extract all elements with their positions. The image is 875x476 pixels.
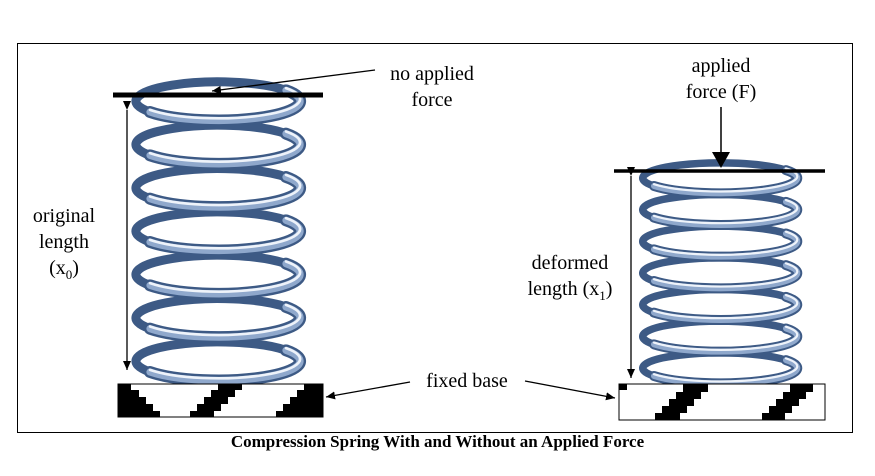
coil-back — [131, 250, 291, 290]
fixed-base-text: fixed base — [426, 370, 508, 392]
coil-back — [639, 159, 790, 190]
coil-back — [131, 207, 291, 247]
original-length-symbol: x — [55, 257, 66, 279]
original-length-label: original length (x0) — [14, 203, 114, 288]
coil-back — [131, 120, 291, 160]
fixed-base-pointer-right — [524, 380, 616, 401]
coil-back — [639, 190, 790, 222]
coil-highlight — [652, 262, 799, 288]
coil-highlight — [148, 173, 302, 207]
applied-force-line1: applied — [691, 55, 751, 77]
coil-highlight — [148, 216, 302, 250]
coil-highlight — [652, 230, 799, 256]
deformed-length-subscript: 1 — [599, 288, 606, 303]
coil-highlight — [652, 293, 799, 320]
coil-highlight — [652, 167, 799, 193]
coil-back — [639, 285, 790, 317]
fixed-base-left — [117, 383, 324, 418]
coil-back — [639, 349, 790, 380]
original-length-line2: length — [39, 231, 89, 253]
diagram-frame — [17, 43, 853, 433]
coil-highlight — [148, 130, 302, 163]
fixed-base-pointer-left — [325, 381, 411, 400]
spring-compressed — [639, 159, 803, 389]
deformed-length-prefix: length (x — [527, 278, 600, 300]
original-length-line1: original — [32, 205, 96, 227]
coil-highlight — [148, 260, 302, 293]
coil-back — [639, 317, 790, 349]
fixed-base-right — [618, 383, 826, 421]
coil-back — [131, 164, 291, 204]
no-applied-force-line1: no applied — [390, 63, 474, 85]
deformed-length-suffix: ) — [605, 278, 613, 300]
coil-back — [131, 77, 291, 117]
spring-uncompressed — [131, 77, 307, 387]
deformed-length-line2: length (x1) — [515, 276, 625, 309]
coil-back — [639, 254, 790, 285]
deformed-length-line1: deformed — [531, 252, 609, 274]
coil-back — [131, 337, 291, 377]
original-length-line3: (x0) — [49, 257, 79, 282]
coil-highlight — [652, 357, 799, 383]
applied-force-arrowhead — [712, 152, 730, 168]
coil-highlight — [148, 303, 302, 337]
deformed-length-label: deformed length (x1) — [515, 250, 625, 309]
coil-highlight — [148, 346, 302, 380]
applied-force-label: applied force (F) — [661, 53, 781, 105]
no-applied-force-line2: force — [411, 89, 453, 111]
no-force-pointer-arrow — [211, 69, 376, 94]
coil-back — [131, 294, 291, 334]
coil-back — [639, 222, 790, 254]
coil-highlight — [652, 325, 799, 351]
figure-caption: Compression Spring With and Without an A… — [230, 432, 645, 451]
fixed-base-label: fixed base — [412, 368, 522, 394]
original-length-subscript: 0 — [65, 267, 73, 282]
applied-force-line2: force (F) — [685, 81, 757, 103]
no-applied-force-label: no applied force — [372, 61, 492, 113]
coil-highlight — [652, 198, 799, 225]
